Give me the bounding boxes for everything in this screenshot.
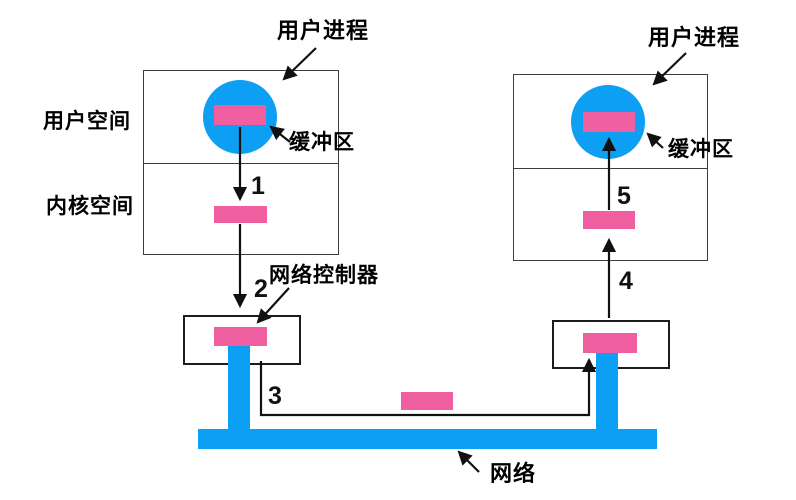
buffer-rect-controller-left (214, 327, 267, 346)
arrow-step-3-path (259, 357, 597, 417)
buffer-rect-user-right (583, 112, 635, 132)
buffer-rect-user-left (214, 105, 266, 125)
label-step-1: 1 (251, 172, 265, 200)
label-network-controller: 网络控制器 (269, 264, 379, 287)
buffer-rect-kernel-left (214, 206, 267, 223)
arrow-user-process-right (652, 52, 687, 86)
space-divider-right (514, 168, 707, 169)
label-step-5: 5 (617, 182, 631, 210)
label-user-process-left: 用户进程 (277, 18, 370, 43)
network-link-right (596, 352, 618, 435)
arrow-buffer-left (269, 125, 291, 143)
arrow-network (457, 450, 480, 473)
label-step-2: 2 (254, 275, 268, 303)
network-bus (198, 429, 657, 449)
label-step-4: 4 (619, 267, 633, 295)
label-buffer-right: 缓冲区 (668, 138, 734, 161)
arrow-buffer-right (646, 132, 664, 149)
buffer-rect-controller-right (583, 333, 637, 353)
packet-rect-network (401, 392, 453, 410)
buffer-rect-kernel-right (583, 211, 635, 229)
network-link-left (228, 345, 250, 435)
label-network: 网络 (490, 461, 537, 486)
label-user-space: 用户空间 (43, 110, 131, 133)
label-user-process-right: 用户进程 (648, 25, 741, 50)
label-buffer-left: 缓冲区 (289, 131, 355, 154)
arrow-network-controller (256, 287, 290, 324)
host-box-right (513, 74, 708, 261)
arrow-user-process-left (282, 47, 317, 81)
label-kernel-space: 内核空间 (46, 195, 134, 218)
label-step-3: 3 (268, 382, 282, 410)
